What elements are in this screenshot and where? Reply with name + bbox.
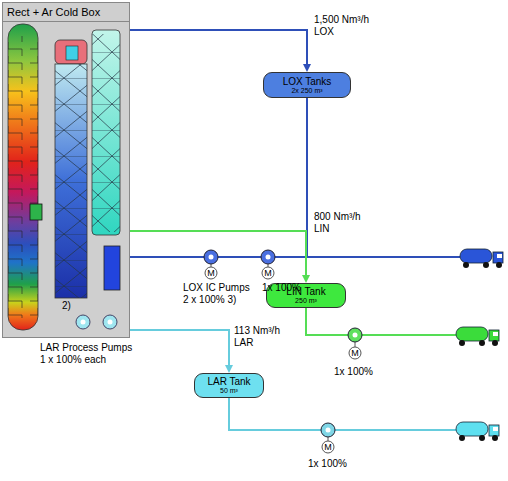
motor-symbol-label: M [322, 441, 334, 453]
illustration-part [326, 428, 331, 433]
illustration-part [489, 330, 499, 341]
illustration-part [205, 267, 217, 279]
illustration-part [2, 2, 130, 338]
illustration-part [353, 333, 358, 338]
arrow-head [302, 275, 310, 283]
illustration-part [348, 328, 362, 342]
illustration-part [261, 250, 275, 264]
pump-note: LOX IC Pumps 2 x 100% 3) [183, 282, 251, 306]
illustration-part [76, 315, 90, 329]
flow-rate: 800 Nm³/h LIN [314, 211, 374, 235]
illustration-part [103, 315, 117, 329]
illustration-part [492, 435, 498, 441]
illustration-part [322, 441, 334, 453]
tank-name: LAR Tank [207, 376, 250, 387]
illustration-part [8, 24, 38, 330]
illustration-part [497, 254, 502, 258]
flow-rate: 113 Nm³/h LAR [234, 325, 294, 349]
illustration-part [493, 332, 498, 336]
truck-symbol [460, 249, 503, 268]
motor-symbol-label: M [205, 267, 217, 279]
illustration-part [8, 36, 38, 318]
illustration-part [130, 96, 460, 257]
callout-number: 2) [62, 300, 78, 312]
illustration-part [55, 40, 87, 64]
illustration-part [55, 64, 87, 298]
illustration-part [459, 340, 465, 346]
motor-symbol-label: M [349, 347, 361, 359]
illustration-part [456, 327, 488, 341]
illustration-part [204, 250, 218, 264]
illustration-part [479, 340, 485, 346]
storage-tank: LAR Tank50 m³ [194, 373, 264, 398]
tank-volume: 50 m³ [220, 387, 238, 395]
flow-line-path [130, 231, 306, 276]
box-heading: Rect + Ar Cold Box [3, 3, 129, 22]
illustration-part [262, 267, 274, 279]
motor-symbol-label: M [262, 267, 274, 279]
illustration-part [211, 264, 268, 267]
flow-line [130, 231, 310, 283]
arrow-head [303, 64, 311, 72]
illustration-part [30, 204, 42, 220]
pump-note: 1x 100% [262, 282, 306, 294]
tank-name: LOX Tanks [283, 76, 332, 87]
illustration-part [456, 422, 488, 436]
illustration-part [489, 425, 499, 436]
illustration-part [229, 396, 456, 430]
truck-symbol [456, 327, 499, 346]
flow-line [130, 330, 233, 373]
illustration-part [459, 435, 465, 441]
storage-tank: LOX Tanks2x 250 m³ [263, 72, 351, 98]
illustration-part [108, 320, 113, 325]
illustration-part [92, 30, 120, 235]
flow-rate: 1,500 Nm³/h LOX [314, 14, 380, 38]
illustration-part [321, 423, 335, 437]
illustration-part [104, 246, 120, 290]
illustration-part [493, 252, 503, 263]
illustration-part [328, 437, 329, 441]
illustration-part [55, 64, 87, 298]
arrow-head [225, 365, 233, 373]
illustration-part [496, 262, 502, 268]
illustration-part [479, 435, 485, 441]
illustration-part [483, 262, 489, 268]
illustration-part [493, 427, 498, 431]
flow-line-path [130, 30, 307, 65]
truck-symbol [456, 422, 499, 441]
pump-note: 1x 100% [334, 366, 378, 378]
illustration-part [306, 306, 456, 335]
tank-volume: 2x 250 m³ [291, 87, 322, 95]
cold-box: Rect + Ar Cold Box [2, 2, 130, 338]
tank-volume: 250 m³ [295, 297, 317, 305]
pump-note: LAR Process Pumps 1 x 100% each [40, 342, 136, 366]
flow-line [130, 30, 311, 72]
illustration-part [81, 320, 86, 325]
pump-note: 1x 100% [308, 458, 352, 470]
illustration-part [463, 262, 469, 268]
illustration-part [92, 34, 120, 232]
illustration-part [266, 255, 271, 260]
illustration-part [209, 255, 214, 260]
illustration-part [492, 340, 498, 346]
flow-line-path [130, 330, 229, 366]
illustration-part [460, 249, 492, 263]
illustration-part [349, 347, 361, 359]
illustration-part [355, 342, 356, 347]
illustration-part [66, 46, 78, 60]
